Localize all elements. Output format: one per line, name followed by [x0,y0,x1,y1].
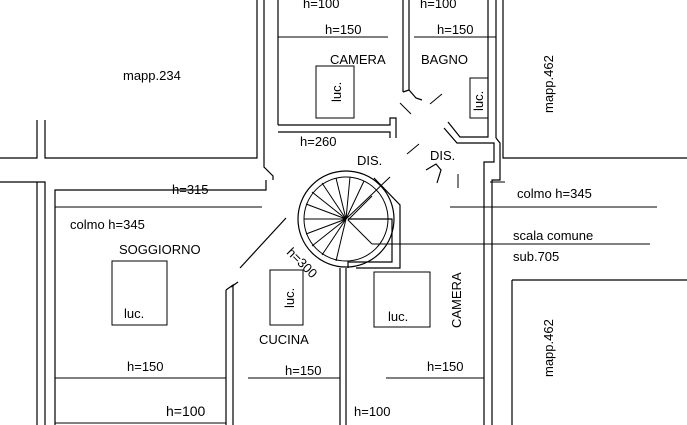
height-label: h=100 [354,404,391,419]
height-label: h=260 [300,134,337,149]
room-label-cucina: CUCINA [259,332,309,347]
skylight-label: luc. [282,288,297,308]
height-label: h=150 [285,363,322,378]
height-label: h=315 [172,182,209,197]
bagno-door-jamb [402,89,423,101]
height-label: h=150 [437,22,474,37]
stair-tread [311,191,347,220]
skylight-label: luc. [124,306,144,321]
stair-arrow-line [345,176,391,220]
top-rooms [278,0,687,425]
skylight-cucina [269,269,304,326]
door-swing-mark [429,93,443,105]
annotation-scala: scala comune [513,228,593,243]
building-top-wall [263,0,274,180]
outer-walls [0,0,279,425]
skylight-bagno [469,77,489,119]
stair-landing [347,218,393,268]
stair-tread [305,218,347,235]
wall-east-top [502,0,515,159]
stair-tread [345,176,351,220]
room-label-dis: DIS. [430,148,455,163]
skylight-label: luc. [388,309,408,324]
room-label-soggiorno: SOGGIORNO [119,242,201,257]
room-label-dis: DIS. [357,153,382,168]
height-label-stair: h=300 [284,245,320,281]
bagno-lower-wall [447,121,489,138]
annotation-colmo: colmo h=345 [517,186,592,201]
lower-rooms [55,170,484,425]
parcel-234-boundary-inner [44,0,258,159]
dis-partition [425,163,442,184]
room-label-bagno: BAGNO [421,52,468,67]
annotation-colmo: colmo h=345 [70,217,145,232]
parcel-label-462-top: mapp.462 [541,55,556,113]
skylight-label: luc. [329,82,344,102]
stair-tread [335,177,347,220]
room-label-camera-lower: CAMERA [449,272,464,328]
stair-landing-outer [356,177,401,269]
labels: mapp.234 mapp.462 mapp.462 h=100 h=100 h… [70,0,593,419]
door-swing-mark [399,102,412,115]
skylight-camera [315,65,355,119]
parcel-234-boundary [0,120,38,159]
skylight-label: luc. [471,91,486,111]
parcel-label-234: mapp.234 [123,68,181,83]
stair-tread [321,218,347,256]
skylight-soggiorno [111,260,168,326]
corridor-wall-top-inner [278,131,391,138]
annotation-sub: sub.705 [513,249,559,264]
height-label: h=100 [166,403,206,419]
stair-tread [311,218,347,247]
parcel-label-462-bottom: mapp.462 [541,319,556,377]
height-label: h=100 [420,0,457,11]
height-label: h=150 [427,359,464,374]
stair-tread [305,203,347,220]
skylights [111,65,489,328]
skylight-camera-bottom [373,271,431,328]
corridor-wall-top [278,117,397,138]
bagno-lower-wall-inner [443,127,495,178]
height-label: h=100 [303,0,340,11]
stair-outer-ring [297,170,395,268]
wall-east-middle [491,137,501,425]
stair-tread [335,218,347,262]
stair-diagonal-wall [239,217,287,269]
scala-leader [347,195,373,245]
height-label: h=150 [127,359,164,374]
door-swing-mark [406,143,420,155]
building-west-wall-inner [54,180,267,425]
right-side-lines [347,181,687,425]
stair-tread [345,180,365,220]
building-west-wall [0,181,46,425]
soggiorno-cucina-wall [225,283,234,425]
room-label-camera: CAMERA [330,52,386,67]
spiral-staircase [297,170,401,269]
height-label: h=150 [325,22,362,37]
stair-tread [321,182,347,220]
